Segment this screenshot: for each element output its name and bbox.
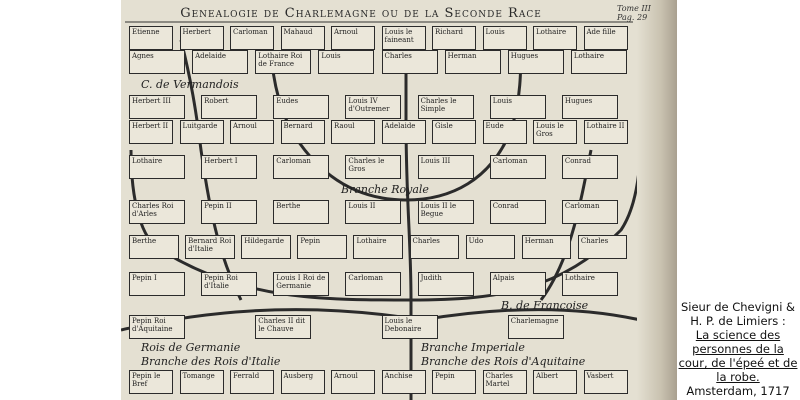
branch-label-germanie: Rois de Germanie bbox=[141, 341, 241, 354]
person-box: Carloman bbox=[345, 272, 402, 296]
branch-label-royale: Branche Royale bbox=[341, 183, 429, 196]
person-box: Arnoul bbox=[230, 120, 274, 144]
person-box: Lothaire bbox=[353, 235, 403, 259]
person-box: Louis bbox=[482, 26, 527, 50]
person-box: Charles bbox=[577, 235, 628, 259]
person-box: Pepin Roi d'Aquitaine bbox=[129, 315, 185, 339]
person-box: Louis II le Begue bbox=[417, 200, 474, 224]
person-box: Gisle bbox=[432, 120, 476, 144]
person-box: Richard bbox=[432, 26, 476, 50]
person-box: Luitgarde bbox=[179, 120, 224, 144]
person-box: Carloman bbox=[561, 200, 618, 224]
person-box: Raoul bbox=[331, 120, 375, 144]
image-caption: Sieur de Chevigni & H. P. de Limiers : L… bbox=[676, 300, 800, 398]
caption-place-year: Amsterdam, 1717 bbox=[686, 384, 790, 398]
person-box: Carloman bbox=[273, 155, 330, 179]
person-box: Pepin Roi d'Italie bbox=[201, 272, 258, 296]
person-box: Charles bbox=[381, 50, 438, 74]
person-box: Lothaire II bbox=[583, 120, 628, 144]
branch-label-italie: Branche des Rois d'Italie bbox=[141, 355, 281, 368]
branch-label-imperiale: Branche Imperiale bbox=[421, 341, 525, 354]
person-box: Vasbert bbox=[583, 370, 628, 394]
person-box: Etienne bbox=[129, 26, 173, 50]
person-box: Pepin I bbox=[129, 272, 185, 296]
branch-label-francoise: B. de Francoise bbox=[501, 299, 589, 312]
person-box: Louis IV d'Outremer bbox=[345, 95, 402, 119]
person-box: Charles bbox=[409, 235, 460, 259]
caption-authors: Sieur de Chevigni & H. P. de Limiers : bbox=[680, 300, 796, 328]
person-box: Albert bbox=[533, 370, 577, 394]
person-box: Eude bbox=[482, 120, 527, 144]
person-box: Bernard bbox=[280, 120, 325, 144]
person-box: Louis bbox=[318, 50, 375, 74]
person-box: Agnes bbox=[129, 50, 185, 74]
person-box: Herman bbox=[444, 50, 501, 74]
person-box: Berthe bbox=[129, 235, 179, 259]
person-box: Charles Martel bbox=[482, 370, 527, 394]
person-box: Louis le Debonaire bbox=[381, 315, 438, 339]
person-box: Berthe bbox=[273, 200, 330, 224]
person-box: Conrad bbox=[489, 200, 546, 224]
person-box: Mahaud bbox=[280, 26, 325, 50]
person-box: Charles le Gros bbox=[345, 155, 402, 179]
person-box: Hugues bbox=[507, 50, 564, 74]
person-box: Arnoul bbox=[331, 370, 375, 394]
person-box: Charlemagne bbox=[507, 315, 564, 339]
person-box: Charles le Simple bbox=[417, 95, 474, 119]
person-box: Lothaire bbox=[533, 26, 577, 50]
person-box: Hugues bbox=[561, 95, 618, 119]
person-box: Lothaire bbox=[129, 155, 185, 179]
plate-title: Genealogie de Charlemagne ou de la Secon… bbox=[180, 6, 542, 21]
person-box: Charles Roi d'Arles bbox=[129, 200, 185, 224]
person-box: Ferrald bbox=[230, 370, 274, 394]
person-box: Hildegarde bbox=[241, 235, 291, 259]
person-box: Alpais bbox=[489, 272, 546, 296]
person-box: Eudes bbox=[273, 95, 330, 119]
person-box: Louis bbox=[489, 95, 546, 119]
branch-label-vermandois: C. de Vermandois bbox=[141, 78, 239, 91]
person-box: Herbert I bbox=[201, 155, 258, 179]
person-box: Udo bbox=[465, 235, 516, 259]
person-box: Lothaire Roi de France bbox=[255, 50, 312, 74]
caption-book-link[interactable]: La science des personnes de la cour, de … bbox=[678, 328, 798, 384]
person-box: Anchise bbox=[381, 370, 426, 394]
person-box: Ausberg bbox=[280, 370, 325, 394]
person-box: Louis II bbox=[345, 200, 402, 224]
person-box: Adelaide bbox=[381, 120, 426, 144]
person-box: Bernard Roi d'Italie bbox=[185, 235, 235, 259]
person-box: Herman bbox=[521, 235, 572, 259]
person-box: Louis I Roi de Germanie bbox=[273, 272, 330, 296]
person-box: Conrad bbox=[561, 155, 618, 179]
person-box: Pepin bbox=[432, 370, 476, 394]
person-box: Lothaire bbox=[561, 272, 618, 296]
person-box: Herbert II bbox=[129, 120, 173, 144]
person-box: Carloman bbox=[489, 155, 546, 179]
tome-reference: Tome III Pag. 29 bbox=[617, 4, 651, 22]
book-spine bbox=[637, 0, 677, 400]
person-box: Louis le Gros bbox=[533, 120, 577, 144]
person-box: Herbert bbox=[179, 26, 224, 50]
person-box: Robert bbox=[201, 95, 258, 119]
person-box: Judith bbox=[417, 272, 474, 296]
person-box: Herbert III bbox=[129, 95, 185, 119]
person-box: Tomange bbox=[179, 370, 224, 394]
genealogy-engraving: Genealogie de Charlemagne ou de la Secon… bbox=[121, 0, 677, 400]
person-box: Pepin II bbox=[201, 200, 258, 224]
person-box: Adelaide bbox=[192, 50, 249, 74]
person-box: Arnoul bbox=[331, 26, 375, 50]
person-box: Pepin bbox=[297, 235, 347, 259]
person-box: Charles II dit le Chauve bbox=[255, 315, 312, 339]
person-box: Louis le faineant bbox=[381, 26, 426, 50]
person-box: Ade fille bbox=[583, 26, 628, 50]
person-box: Louis III bbox=[417, 155, 474, 179]
person-box: Lothaire bbox=[570, 50, 627, 74]
branch-label-aquitaine: Branche des Rois d'Aquitaine bbox=[421, 355, 586, 368]
person-box: Carloman bbox=[230, 26, 274, 50]
person-box: Pepin le Bref bbox=[129, 370, 173, 394]
